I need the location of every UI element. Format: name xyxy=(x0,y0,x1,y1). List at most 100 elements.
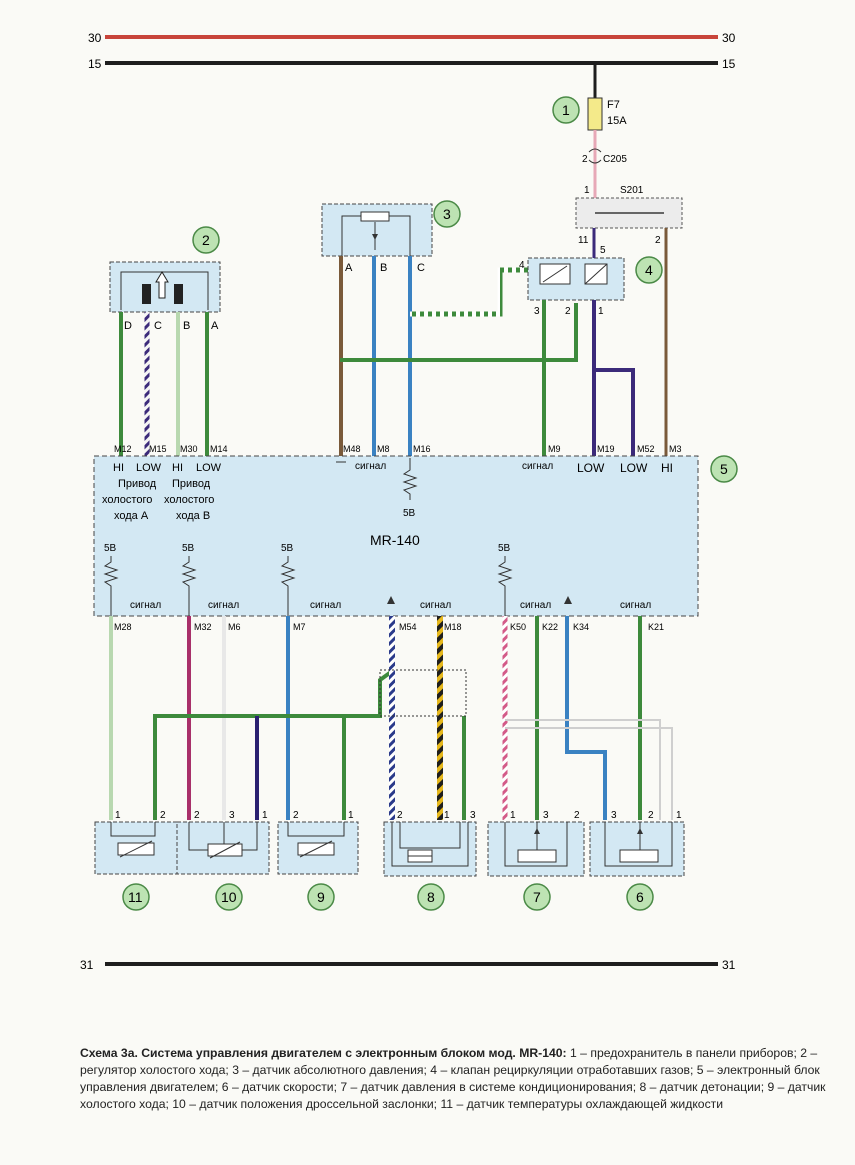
ecu-m9-signal: сигнал xyxy=(522,461,553,472)
ecu-signal-b: сигнал xyxy=(208,600,239,611)
ecu-pin-m16: M16 xyxy=(413,444,431,454)
idle-regulator: D C B A xyxy=(109,261,221,332)
s6-pin-3: 3 xyxy=(611,810,617,821)
ecu-hi-2: HI xyxy=(172,462,183,474)
ecu-m3-hi: HI xyxy=(661,461,673,475)
wire-m52 xyxy=(594,368,635,456)
s8-pin-1: 1 xyxy=(444,810,450,821)
ecu-pin-m30: M30 xyxy=(180,444,198,454)
wire-speed-ref xyxy=(505,719,661,820)
ecu-signal-d: сигнал xyxy=(420,600,451,611)
callout-10: 10 xyxy=(215,883,243,911)
figure-caption: Схема 3а. Система управления двигателем … xyxy=(80,1045,840,1113)
ecu-pin-m14: M14 xyxy=(210,444,228,454)
splice-pin-2: 2 xyxy=(655,235,661,246)
fuse-connector-pin: 2 xyxy=(582,154,588,165)
svg-text:5: 5 xyxy=(720,461,728,477)
ecu-pin-m32: M32 xyxy=(194,622,212,632)
ecu-5v-d: 5В xyxy=(498,543,511,554)
callout-9: 9 xyxy=(307,883,335,911)
ecu-pin-m6: M6 xyxy=(228,622,241,632)
map-pin-c: C xyxy=(417,262,425,274)
ecu-idle-b-2: холостого xyxy=(164,494,214,506)
ecu-idle-a-1: Привод xyxy=(118,478,157,490)
sensor-idle: 2 1 xyxy=(277,810,359,875)
fuse-rating: 15A xyxy=(607,115,627,127)
ecu-idle-a-2: холостого xyxy=(102,494,152,506)
callout-3: 3 xyxy=(433,200,461,228)
egr-pin-3: 3 xyxy=(534,306,540,317)
ecu-idle-b-3: хода В xyxy=(176,510,210,522)
idle-pin-c: C xyxy=(154,320,162,332)
fuse-f7: 1 F7 15A 2 C205 xyxy=(552,63,627,200)
map-pin-a: A xyxy=(345,262,353,274)
egr-pin-1: 1 xyxy=(598,306,604,317)
ecu-idle-b-1: Привод xyxy=(172,478,211,490)
ecu-pin-m9: M9 xyxy=(548,444,561,454)
callout-1 xyxy=(552,96,580,124)
caption-title: Схема 3а. Система управления двигателем … xyxy=(80,1046,567,1060)
ecu-pin-m28: M28 xyxy=(114,622,132,632)
s10-pin-1: 1 xyxy=(262,810,268,821)
callout-6: 6 xyxy=(626,883,654,911)
sensor-ac-pressure: 1 3 2 xyxy=(487,810,585,877)
fuse-connector-name: C205 xyxy=(603,154,627,165)
wire-5v-ref xyxy=(340,303,578,362)
ecu-pin-m8: M8 xyxy=(377,444,390,454)
rail-31: 31 31 xyxy=(80,958,736,972)
egr-pin-2: 2 xyxy=(565,306,571,317)
ecu-low-1: LOW xyxy=(136,462,162,474)
caption-text: 1 – предохранитель в панели приборов; 2 … xyxy=(80,1046,826,1111)
ecu-idle-a-3: хода А xyxy=(114,510,149,522)
s10-pin-3: 3 xyxy=(229,810,235,821)
callout-8: 8 xyxy=(417,883,445,911)
wire-k34 xyxy=(565,616,607,820)
ecu-m52-low: LOW xyxy=(620,461,648,475)
wire-speed-ground xyxy=(505,727,673,820)
ecu-pin-k50: K50 xyxy=(510,622,526,632)
map-sensor: A B C xyxy=(321,203,433,274)
callout-5: 5 xyxy=(710,455,738,483)
rail-15-label-left: 15 xyxy=(88,57,102,71)
s7-pin-3: 3 xyxy=(543,810,549,821)
callout-1-number: 1 xyxy=(562,102,570,118)
s11-pin-1: 1 xyxy=(115,810,121,821)
rail-15-label-right: 15 xyxy=(722,57,736,71)
svg-text:11: 11 xyxy=(128,889,143,905)
s6-pin-1: 1 xyxy=(676,810,682,821)
idle-pin-b: B xyxy=(183,320,190,332)
s10-pin-2: 2 xyxy=(194,810,200,821)
ecu-pin-m52: M52 xyxy=(637,444,655,454)
rail-30-label-left: 30 xyxy=(88,31,102,45)
ecu-low-2: LOW xyxy=(196,462,222,474)
svg-text:10: 10 xyxy=(221,889,237,905)
idle-pin-a: A xyxy=(211,320,219,332)
ecu-pin-m3: M3 xyxy=(669,444,682,454)
svg-text:6: 6 xyxy=(636,889,644,905)
idle-pin-d: D xyxy=(124,320,132,332)
rail-30: 30 30 xyxy=(88,31,736,45)
callout-11: 11 xyxy=(122,883,150,911)
splice-pin-5: 5 xyxy=(600,245,606,256)
sensor-speed: 3 2 1 xyxy=(589,810,685,877)
ecu-5v-top: 5В xyxy=(403,508,416,519)
egr-pin-4: 4 xyxy=(519,260,525,271)
rail-31-label-left: 31 xyxy=(80,958,94,972)
ecu-5v-a: 5В xyxy=(104,543,117,554)
sensor-knock: 2 1 3 xyxy=(383,810,477,877)
ecu-pin-m12: M12 xyxy=(114,444,132,454)
s7-pin-2: 2 xyxy=(574,810,580,821)
svg-text:3: 3 xyxy=(443,206,451,222)
splice-name: S201 xyxy=(620,185,644,196)
ecu-pin-m48: M48 xyxy=(343,444,361,454)
rail-31-label-right: 31 xyxy=(722,958,736,972)
callout-2: 2 xyxy=(192,226,220,254)
ecu-pin-m18: M18 xyxy=(444,622,462,632)
s7-pin-1: 1 xyxy=(510,810,516,821)
sensor-coolant-temp: 1 2 xyxy=(94,810,178,875)
rail-15: 15 15 xyxy=(88,57,736,71)
ecu-hi-1: HI xyxy=(113,462,124,474)
ecu-5v-c: 5В xyxy=(281,543,294,554)
callout-7: 7 xyxy=(523,883,551,911)
